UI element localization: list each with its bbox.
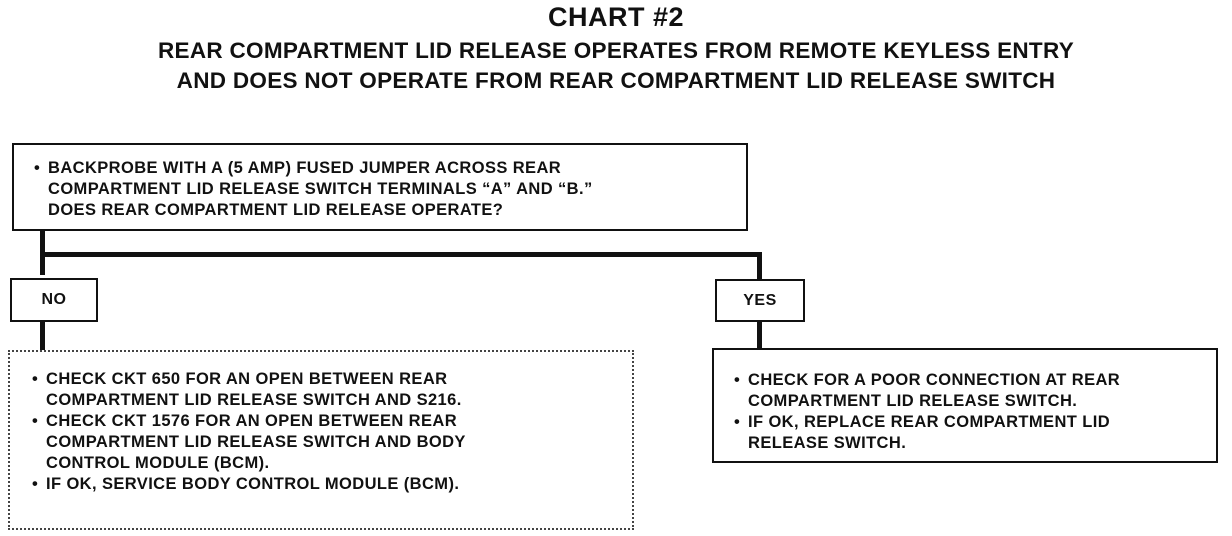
no-action-item: CHECK CKT 650 FOR AN OPEN BETWEEN REAR C… [32,369,632,411]
question-line: DOES REAR COMPARTMENT LID RELEASE OPERAT… [48,201,504,219]
chart-title: CHART #2 [547,2,685,32]
no-action-item: CHECK CKT 1576 FOR AN OPEN BETWEEN REAR … [32,411,632,474]
no-action-item: IF OK, SERVICE BODY CONTROL MODULE (BCM)… [32,474,632,495]
yes-result-box: CHECK FOR A POOR CONNECTION AT REAR COMP… [712,348,1218,463]
question-line: BACKPROBE WITH A (5 AMP) FUSED JUMPER AC… [34,158,746,179]
connector-right-down [757,252,762,279]
yes-label: YES [743,292,777,309]
connector-no-down [40,320,45,352]
no-label-box: NO [10,278,98,322]
connector-yes-down [757,320,762,350]
no-result-box: CHECK CKT 650 FOR AN OPEN BETWEEN REAR C… [8,350,634,530]
yes-action-item: CHECK FOR A POOR CONNECTION AT REAR COMP… [734,370,1216,412]
connector-horizontal [40,252,762,257]
yes-label-box: YES [715,279,805,322]
chart-subtitle: REAR COMPARTMENT LID RELEASE OPERATES FR… [0,36,1232,96]
no-label: NO [41,291,67,308]
question-box: BACKPROBE WITH A (5 AMP) FUSED JUMPER AC… [12,143,748,231]
subtitle-line: AND DOES NOT OPERATE FROM REAR COMPARTME… [176,68,1056,93]
subtitle-line: REAR COMPARTMENT LID RELEASE OPERATES FR… [157,38,1075,63]
question-line: COMPARTMENT LID RELEASE SWITCH TERMINALS… [48,180,593,198]
yes-action-item: IF OK, REPLACE REAR COMPARTMENT LID RELE… [734,412,1216,454]
